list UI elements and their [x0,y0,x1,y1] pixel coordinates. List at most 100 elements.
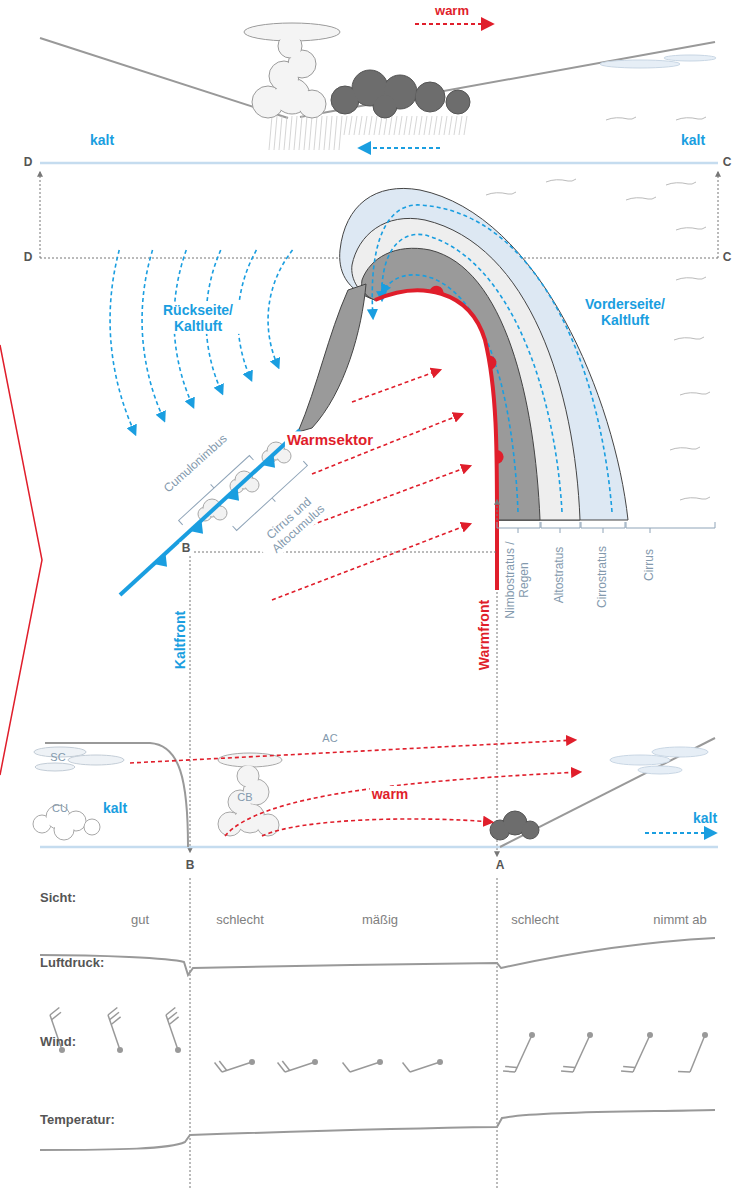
cloud-shape [69,756,123,764]
cloud-abbreviation: CU [52,802,68,815]
wind-barbs [529,1032,535,1038]
cloud-type: Cirrus [643,549,657,581]
wind-barbs [702,1032,708,1038]
air-mass-label: warm [435,4,469,19]
fronts [488,356,496,370]
cloud-shape [446,90,470,114]
rain-hatching [374,116,377,135]
cloud-shape [68,755,124,765]
cloud-shape [600,60,680,68]
cloud-shape [415,82,445,112]
cloud-abbreviation: CB [237,791,252,804]
rain-hatching [324,116,327,150]
wind-barbs [403,1063,410,1072]
row-heading: Temperatur: [40,1113,115,1128]
section-letter: C [721,251,734,265]
cloud-shape [652,747,708,757]
fronts [226,487,239,501]
fronts [154,553,167,567]
wind-barbs [343,1063,350,1072]
cloud-shape [600,55,716,68]
rain-hatching [349,116,352,135]
wind-barbs [312,1059,318,1065]
cloud-shape [279,35,301,57]
fronts [120,286,504,595]
section-letter: C [721,156,734,170]
top-cross-section [415,23,492,25]
section-markers [190,552,191,852]
front-name: Kaltfront [172,611,188,669]
rain-hatching [394,116,397,135]
rain-hatching [379,116,382,135]
band-flow [372,205,612,512]
region-label: Rückseite/ Kaltluft [149,302,248,334]
cloud-shape [218,753,282,836]
wind-barbs [52,1012,61,1020]
top-cross-section [300,42,715,117]
cloud-shape [490,811,539,840]
side-chevron [0,345,42,775]
bottom-cross-section [262,819,492,836]
band-flow [382,234,562,512]
cirrus-wisps [676,117,706,120]
cloud-shape [638,766,682,774]
section-markers [190,878,497,1189]
region-label: Vorderseite/ Kaltluft [573,296,677,328]
rain-hatching [279,116,282,150]
rain-hatching [459,116,462,135]
section-letter: B [186,859,195,873]
cloud-type: Cirrostratus [596,546,610,608]
rain-hatching [389,116,392,135]
wind-barbs [377,1059,383,1065]
cloud-shape [244,23,340,118]
wind-barbs [503,1071,515,1072]
rain-hatching [319,116,322,150]
bottom-cross-section [45,743,188,847]
rain-hatching [289,116,292,150]
wind-barbs [505,1066,517,1067]
fronts [430,286,444,295]
rain-hatching [314,116,317,150]
rain-hatching [384,116,387,135]
pressure-curve [40,938,715,975]
top-cross-section [360,147,440,149]
cloud-type: Nimbostratus / Regen [504,534,532,626]
section-markers [497,592,498,856]
row-heading: Sicht: [40,891,76,906]
fronts [375,290,497,520]
cloud-shape [246,479,258,491]
fronts [190,520,203,534]
wind-barbs [561,1071,573,1072]
air-mass-label: kalt [103,800,127,816]
rain-hatching [399,116,402,135]
brackets [175,452,715,534]
wind-barbs [690,1035,705,1072]
row-heading: Luftdruck: [40,956,104,971]
cloud-shape [36,764,74,770]
cloud-shape [664,55,716,61]
cloud-shape [84,819,100,835]
row-heading: Wind: [40,1035,76,1050]
cloud-shape [447,91,469,113]
brackets [626,522,715,533]
cirrus-wisps [680,497,710,500]
fronts [262,454,275,468]
wind-barbs [175,1047,181,1053]
visibility-value: mäßig [362,913,398,928]
brackets [497,522,540,533]
front-name: Warmfront [476,600,492,670]
cloud-shape [278,450,290,462]
cloud-shape [639,767,681,773]
cirrus-wisps [666,182,696,185]
cloud-bands [298,284,366,432]
cloud-shape [665,56,715,60]
cloud-shape [34,747,124,771]
rain-hatching [354,116,357,135]
wind-barbs [647,1032,653,1038]
wind-barbs [623,1066,635,1067]
wind-barbs [515,1035,532,1072]
cloud-shape [610,747,708,774]
top-cross-section [718,172,719,258]
rain-hatching [359,116,362,135]
